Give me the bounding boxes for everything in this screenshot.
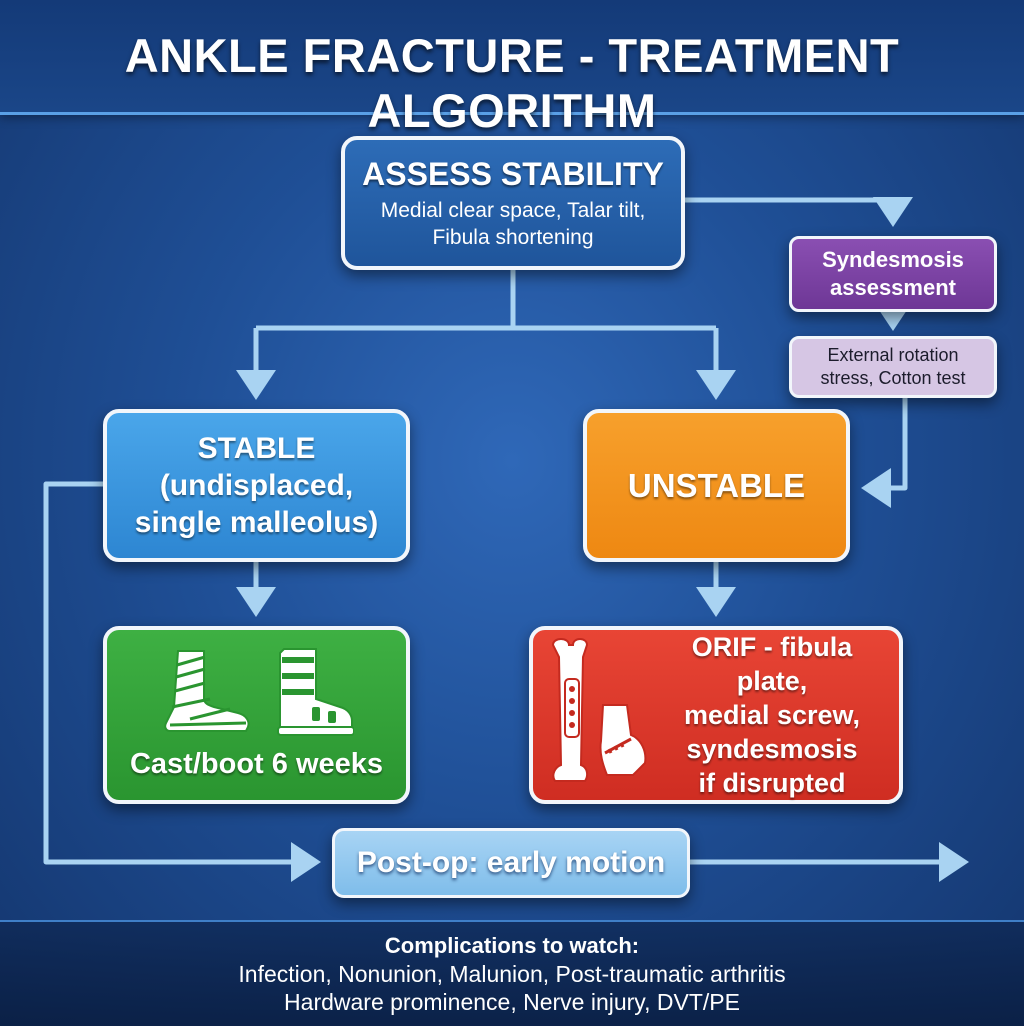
complications-title: Complications to watch: [384, 933, 640, 958]
arrow-stress-to-unstable [861, 398, 908, 508]
page-title: ANKLE FRACTURE - TREATMENT ALGORITHM [124, 29, 900, 137]
complications-line2: Hardware prominence, Nerve injury, DVT/P… [284, 989, 740, 1015]
walking-boot-icon [276, 648, 354, 736]
stress-test-line1: External rotation [827, 345, 959, 365]
syndesmosis-line2: assessment [830, 275, 956, 300]
complications-line1: Infection, Nonunion, Malunion, Post-trau… [238, 961, 786, 987]
assess-title: ASSESS STABILITY [362, 156, 664, 192]
cast-icons [160, 644, 354, 740]
stress-test-box: External rotation stress, Cotton test [789, 336, 997, 398]
arrow-to-syndesmosis [685, 197, 913, 227]
cast-label: Cast/boot 6 weeks [129, 748, 384, 780]
unstable-box: UNSTABLE [583, 409, 850, 562]
orif-box: ORIF - fibula plate, medial screw, synde… [529, 626, 903, 804]
stable-line3: single malleolus) [134, 506, 379, 539]
stable-box: STABLE (undisplaced, single malleolus) [103, 409, 410, 562]
orif-line4: if disrupted [698, 768, 846, 798]
stress-test-line2: stress, Cotton test [820, 368, 966, 388]
unstable-label: UNSTABLE [627, 466, 806, 504]
assess-criteria-line2: Fibula shortening [432, 226, 594, 249]
orif-line1: ORIF - fibula plate, [691, 632, 853, 696]
cast-boot-box: Cast/boot 6 weeks [103, 626, 410, 804]
postop-label: Post-op: early motion [356, 846, 666, 879]
complications-footer [0, 920, 1024, 1026]
stable-line2: (undisplaced, [159, 469, 354, 502]
assess-criteria-line1: Medial clear space, Talar tilt, [380, 199, 646, 222]
arrow-stable-bypass-to-postop [43, 481, 321, 882]
syndesmosis-assessment-box: Syndesmosis assessment [789, 236, 997, 312]
arrow-assess-split [256, 270, 716, 331]
assess-stability-box: ASSESS STABILITY Medial clear space, Tal… [341, 136, 685, 270]
orif-line2: medial screw, [683, 700, 861, 730]
orif-line3: syndesmosis [686, 734, 858, 764]
postop-box: Post-op: early motion [332, 828, 690, 898]
plate-screw-bone-icon [551, 638, 647, 782]
cast-foot-icon [163, 650, 249, 732]
syndesmosis-line1: Syndesmosis [822, 247, 964, 272]
orif-label: ORIF - fibula plate, medial screw, synde… [657, 630, 899, 800]
title-bar [0, 0, 1024, 115]
stable-line1: STABLE [197, 432, 316, 465]
